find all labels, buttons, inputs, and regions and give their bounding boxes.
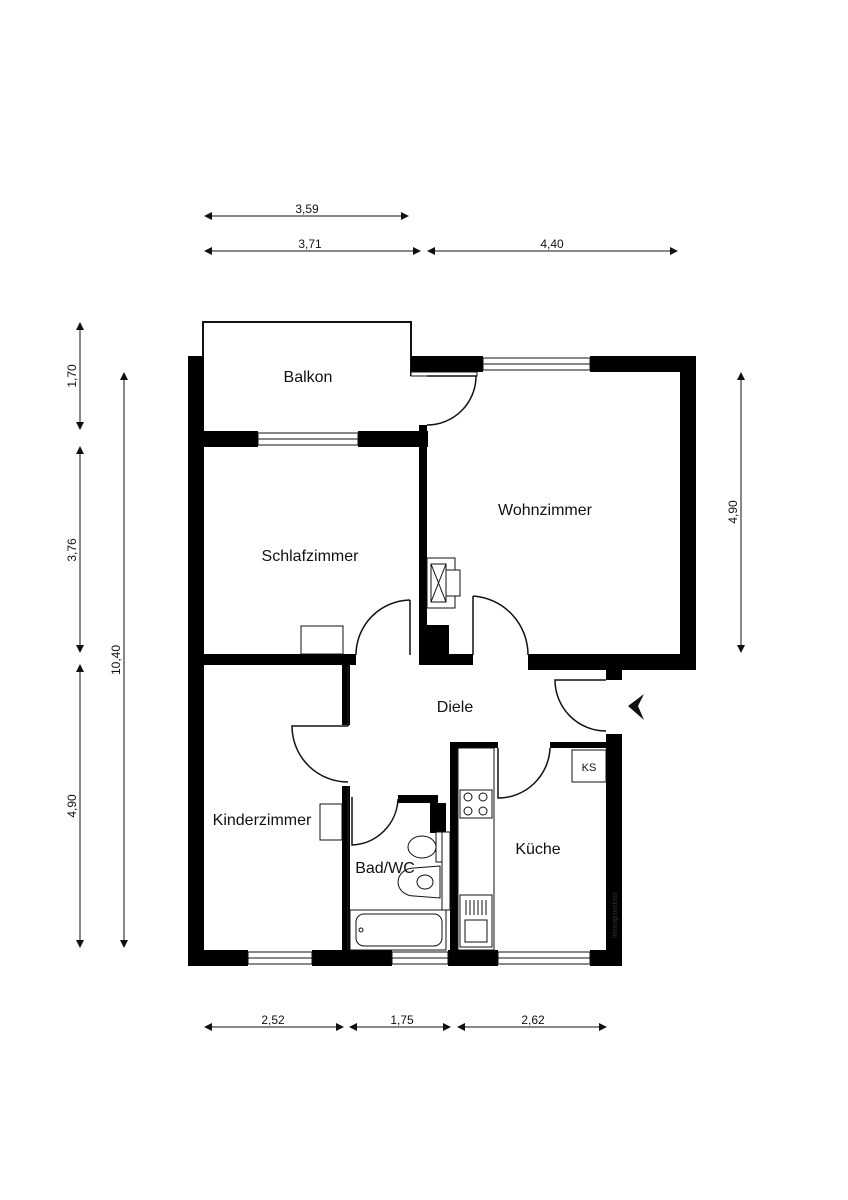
dimension-labels: 3,59 3,71 4,40 1,70 3,76 4,90 10,40 4,90… xyxy=(65,202,740,1027)
dim-top-right: 4,40 xyxy=(540,237,564,251)
dimension-lines xyxy=(76,212,745,1031)
door-schlaf xyxy=(355,599,411,656)
dim-left-schlaf: 3,76 xyxy=(65,538,79,562)
doors xyxy=(291,375,607,846)
door-entrance xyxy=(554,679,607,732)
wall-bottom-1 xyxy=(188,950,248,966)
room-labels: Balkon Wohnzimmer Schlafzimmer Diele Kin… xyxy=(213,369,619,938)
entrance-arrow-icon xyxy=(628,694,644,720)
wall-kueche-right xyxy=(606,734,622,966)
wall-kueche-top xyxy=(450,742,498,748)
fridge-label: KS xyxy=(582,762,597,774)
door-kinder xyxy=(291,725,349,783)
room-label-kueche: Küche xyxy=(515,841,560,858)
wall-schlaf-bottom xyxy=(188,654,356,665)
wall-wohn-right xyxy=(680,356,696,670)
watermark: Immogrundriss xyxy=(612,891,619,938)
radiator-schlaf xyxy=(300,625,344,655)
fridge xyxy=(571,749,607,783)
wall-bottom-4 xyxy=(590,950,622,966)
dim-bottom-right: 2,62 xyxy=(521,1013,545,1027)
room-label-kinderzimmer: Kinderzimmer xyxy=(213,812,312,829)
door-wohn xyxy=(472,595,529,656)
dim-top-left: 3,71 xyxy=(298,237,322,251)
wall-kueche-top-right xyxy=(550,742,622,748)
wall-wohn-top-3 xyxy=(590,356,696,372)
wall-bad-right xyxy=(450,742,458,966)
wall-schlaf-top-right xyxy=(358,431,428,447)
fixtures xyxy=(300,557,607,951)
room-label-balkon: Balkon xyxy=(284,369,333,386)
wall-kinder-right xyxy=(342,665,350,725)
wall-kinder-right-lower xyxy=(342,786,350,966)
room-label-wohnzimmer: Wohnzimmer xyxy=(498,502,593,519)
dim-left-kinder: 4,90 xyxy=(65,794,79,818)
wall-bottom-3 xyxy=(448,950,498,966)
toilet-tank xyxy=(435,831,443,863)
bath-cabinet xyxy=(441,831,451,911)
radiator-kinder xyxy=(319,803,343,841)
wall-bottom-2 xyxy=(312,950,392,966)
dim-right-wohn: 4,90 xyxy=(726,500,740,524)
wall-partition-vertical xyxy=(419,425,427,665)
wall-schlaf-top-left xyxy=(188,431,258,447)
wall-bad-top xyxy=(398,795,438,803)
toilet xyxy=(407,835,437,859)
door-kueche xyxy=(497,747,551,799)
dim-bottom-mid: 1,75 xyxy=(390,1013,414,1027)
wall-chimney-link xyxy=(419,654,473,665)
room-label-diele: Diele xyxy=(437,699,474,716)
room-label-schlafzimmer: Schlafzimmer xyxy=(262,548,360,565)
shaft xyxy=(430,803,446,833)
door-balkon xyxy=(426,375,477,426)
wall-stub-right xyxy=(606,654,622,680)
dim-top-balkon: 3,59 xyxy=(295,202,319,216)
wall-wohn-top-2 xyxy=(411,356,483,372)
dim-left-balkon: 1,70 xyxy=(65,364,79,388)
walls xyxy=(188,356,696,966)
room-label-bad: Bad/WC xyxy=(355,860,415,877)
door-bad xyxy=(351,797,399,846)
dim-bottom-left: 2,52 xyxy=(261,1013,285,1027)
windows xyxy=(247,357,591,965)
dim-left-total: 10,40 xyxy=(109,645,123,675)
